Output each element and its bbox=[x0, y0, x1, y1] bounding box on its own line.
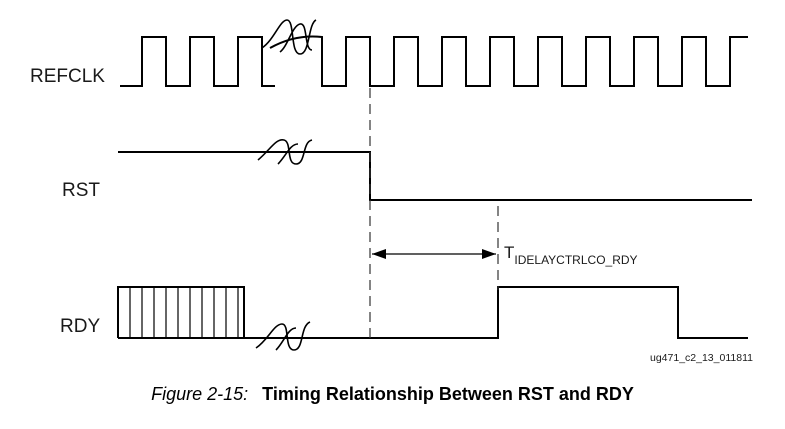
arrow-head-right bbox=[482, 249, 496, 259]
figure-caption: Figure 2-15: Timing Relationship Between … bbox=[0, 384, 785, 405]
refclk-label: REFCLK bbox=[30, 66, 105, 87]
refclk-break-symbol bbox=[261, 19, 317, 55]
rst-break-symbol bbox=[257, 139, 313, 165]
rdy-label: RDY bbox=[60, 316, 100, 337]
rdy-waveform bbox=[117, 286, 748, 339]
timing-arrow bbox=[372, 249, 496, 259]
figure-title: Timing Relationship Between RST and RDY bbox=[262, 384, 634, 404]
rst-label: RST bbox=[62, 180, 100, 201]
rdy-toggle-lines bbox=[129, 287, 239, 338]
figure-number: Figure 2-15: bbox=[151, 384, 249, 404]
refclk-waveform bbox=[120, 35, 748, 87]
rst-waveform bbox=[118, 151, 752, 201]
timing-parameter-label: TIDELAYCTRLCO_RDY bbox=[504, 243, 638, 267]
rdy-break-symbol bbox=[255, 321, 311, 351]
document-code: ug471_c2_13_011811 bbox=[650, 352, 753, 364]
timing-diagram: REFCLK RST RDY bbox=[30, 19, 753, 364]
arrow-head-left bbox=[372, 249, 386, 259]
